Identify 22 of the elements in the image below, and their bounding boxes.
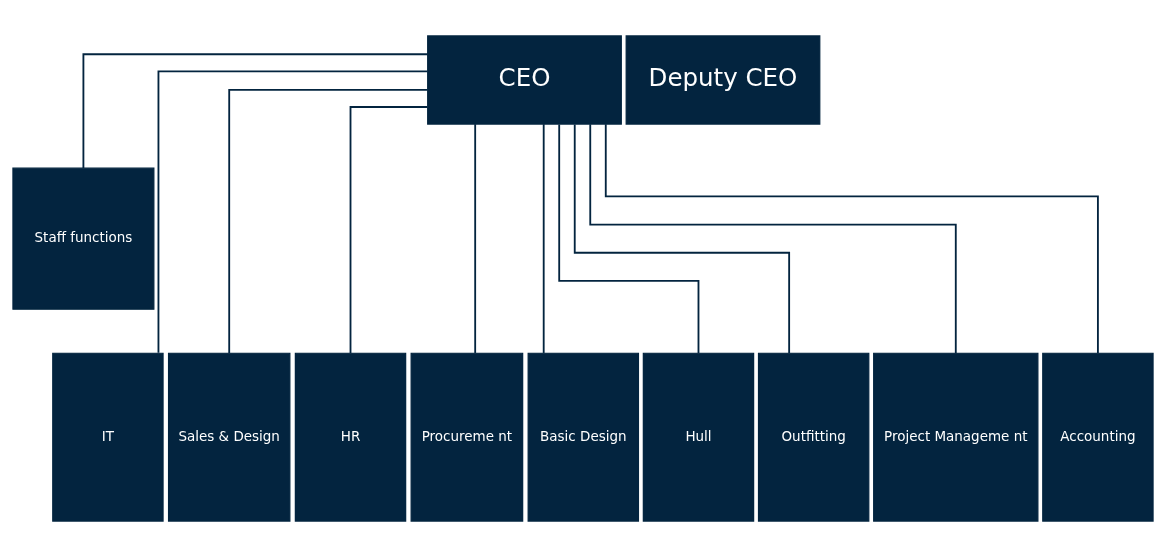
node-box: IT [52,352,164,522]
node-box: Staff functions [12,167,155,310]
connector [157,70,429,354]
connector [228,88,429,354]
node-box: Outfitting [757,352,870,522]
node-box: Basic Design [527,352,640,522]
node-box: Procureme nt [410,352,524,522]
connector [573,123,791,354]
node-box: Deputy CEO [625,35,821,125]
connector [474,123,477,354]
node-box: Accounting [1042,352,1154,522]
node-box: HR [294,352,407,522]
connector [542,123,545,354]
connector [558,123,700,355]
node-box: Hull [642,352,755,522]
node-box: Project Manageme nt [873,352,1039,522]
connector [589,123,957,355]
node-box: CEO [427,35,622,125]
connector [604,123,1099,354]
connector [349,106,429,354]
connector [82,53,429,169]
node-box: Sales & Design [167,352,291,522]
